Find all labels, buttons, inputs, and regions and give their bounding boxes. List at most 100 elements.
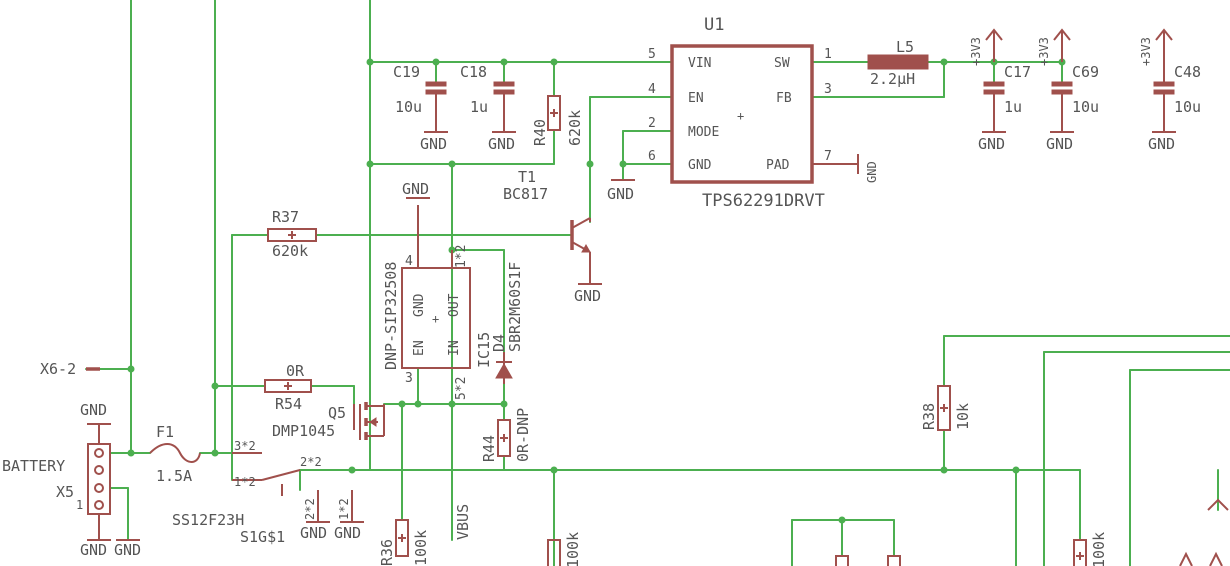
x5-pin1: 1 bbox=[76, 498, 83, 512]
ic15-pin-en: EN bbox=[412, 340, 427, 356]
diode-d4[interactable]: D4 SBR2M60S1F bbox=[490, 262, 524, 384]
l5-name: L5 bbox=[896, 38, 914, 56]
ic15-pin-gnd: GND bbox=[412, 293, 427, 317]
ic15-pin-in: IN bbox=[447, 340, 462, 356]
u1-value: TPS62291DRVT bbox=[702, 191, 825, 211]
resistor-r37[interactable]: R37 620k bbox=[267, 208, 317, 260]
d4-value: SBR2M60S1F bbox=[506, 262, 524, 352]
connector-x5[interactable]: GND BATTERY X5 1 GND GND bbox=[2, 401, 141, 559]
u1-pin-gnd: GND bbox=[688, 158, 712, 173]
u1-pinnum-3: 3 bbox=[824, 82, 832, 97]
resistor-right-partial[interactable]: 100k bbox=[1073, 532, 1108, 566]
c17-value: 1u bbox=[1004, 98, 1022, 116]
x6-label: X6-2 bbox=[40, 360, 76, 378]
ic15-pinnum-3: 3 bbox=[405, 371, 413, 386]
c19-gnd: GND bbox=[420, 135, 447, 153]
c19-value: 10u bbox=[395, 98, 422, 116]
f1-name: F1 bbox=[156, 423, 174, 441]
t1-value: BC817 bbox=[503, 185, 548, 203]
ic15-value: DNP-SIP32508 bbox=[382, 262, 400, 370]
ic15-name: IC15 bbox=[475, 332, 493, 368]
capacitor-c19[interactable]: C19 10u GND bbox=[393, 63, 448, 153]
f1-value: 1.5A bbox=[156, 467, 192, 485]
switch-gnd-1: GND bbox=[300, 524, 327, 542]
q5-value: DMP1045 bbox=[272, 422, 335, 440]
c18-value: 1u bbox=[470, 98, 488, 116]
q5-name: Q5 bbox=[328, 404, 346, 422]
supply-3v3-1: +3V3 bbox=[969, 28, 1003, 66]
ic15-gnd-top: GND bbox=[402, 180, 429, 198]
ic15-pin-out: OUT bbox=[447, 293, 462, 317]
ic15-pinnum-4: 4 bbox=[405, 254, 413, 269]
partial-component-bottom bbox=[835, 555, 901, 566]
c19-name: C19 bbox=[393, 63, 420, 81]
r37-value: 620k bbox=[272, 242, 308, 260]
switch-s1g1[interactable]: 3*2 1*2 2*2 2*2 1*2 SS12F23H S1G$1 GND G… bbox=[172, 439, 364, 546]
u1-pin-sw: SW bbox=[774, 56, 790, 71]
u1-pinnum-1: 1 bbox=[824, 47, 832, 62]
gnd-u1-mode-label: GND bbox=[607, 185, 634, 203]
c69-value: 10u bbox=[1072, 98, 1099, 116]
resistor-r54[interactable]: 0R R54 bbox=[264, 362, 312, 413]
r38-name: R38 bbox=[920, 403, 938, 430]
c69-gnd: GND bbox=[1046, 135, 1073, 153]
gnd-u1-mode: GND bbox=[607, 179, 635, 203]
x5-gnd-bottom-1: GND bbox=[80, 541, 107, 559]
capacitor-c18[interactable]: C18 1u GND bbox=[460, 63, 516, 153]
r40-value: 620k bbox=[566, 110, 584, 146]
ic15-pinnum-5: 5*2 bbox=[454, 377, 469, 400]
resistor-r40[interactable]: R40 620k bbox=[531, 95, 584, 146]
c48-name: C48 bbox=[1174, 63, 1201, 81]
c69-name: C69 bbox=[1072, 63, 1099, 81]
u1-pin-vin: VIN bbox=[688, 56, 711, 71]
r44-value: 0R-DNP bbox=[514, 408, 532, 462]
d4-name: D4 bbox=[490, 334, 508, 352]
transistor-t1[interactable]: T1 BC817 GND bbox=[503, 168, 602, 305]
resistor-r38[interactable]: R38 10k bbox=[920, 385, 972, 431]
u1-pad-gnd-label: GND bbox=[865, 161, 879, 183]
u1-pinnum-2: 2 bbox=[648, 116, 656, 131]
capacitor-c17[interactable]: C17 1u GND bbox=[978, 63, 1031, 153]
r37-name: R37 bbox=[272, 208, 299, 226]
r38-value: 10k bbox=[954, 403, 972, 430]
rail-3v3-label-3: +3V3 bbox=[1139, 37, 1153, 66]
ic-u1[interactable]: U1 TPS62291DRVT VIN EN MODE GND SW FB PA… bbox=[648, 15, 879, 211]
u1-pin-mode: MODE bbox=[688, 125, 719, 140]
resistor-r36[interactable]: R36 100k bbox=[378, 519, 430, 566]
r54-name: R54 bbox=[275, 395, 302, 413]
c48-gnd: GND bbox=[1148, 135, 1175, 153]
inductor-l5[interactable]: L5 2.2µH bbox=[867, 38, 929, 88]
mosfet-q5[interactable]: Q5 DMP1045 bbox=[272, 402, 385, 440]
net-vbus-label: VBUS bbox=[454, 504, 472, 540]
fuse-f1[interactable]: F1 1.5A bbox=[149, 423, 201, 485]
c17-gnd: GND bbox=[978, 135, 1005, 153]
resistor-r33[interactable]: 100k bbox=[547, 532, 582, 566]
r54-value: 0R bbox=[286, 362, 305, 380]
u1-pin-fb: FB bbox=[776, 91, 792, 106]
t1-gnd: GND bbox=[574, 287, 601, 305]
ic-ic15[interactable]: GND GND OUT EN IN 4 1*2 3 5*2 + DNP-SIP3… bbox=[382, 180, 493, 400]
capacitor-c48[interactable]: C48 10u GND bbox=[1148, 42, 1201, 153]
switch-value: SS12F23H bbox=[172, 511, 244, 529]
r33-value: 100k bbox=[564, 532, 582, 566]
switch-pin-1b: 1*2 bbox=[337, 498, 351, 520]
x5-name: X5 bbox=[56, 483, 74, 501]
r36-name: R36 bbox=[378, 539, 396, 566]
u1-pin-pad: PAD bbox=[766, 158, 790, 173]
switch-gnd-2: GND bbox=[334, 524, 361, 542]
rail-3v3-label-1: +3V3 bbox=[969, 37, 983, 66]
x5-gnd-bottom-2: GND bbox=[114, 541, 141, 559]
switch-name: S1G$1 bbox=[240, 528, 285, 546]
switch-pin-2: 2*2 bbox=[300, 455, 322, 469]
capacitor-c69[interactable]: C69 10u GND bbox=[1046, 63, 1099, 153]
supply-3v3-2: +3V3 bbox=[1037, 28, 1071, 66]
x5-gnd-top: GND bbox=[80, 401, 107, 419]
resistor-r44[interactable]: R44 0R-DNP bbox=[480, 408, 532, 462]
r-right-value: 100k bbox=[1090, 532, 1108, 566]
c18-gnd: GND bbox=[488, 135, 515, 153]
r44-name: R44 bbox=[480, 435, 498, 462]
connector-x6-2[interactable]: X6-2 bbox=[40, 360, 100, 378]
r36-value: 100k bbox=[412, 530, 430, 566]
c18-name: C18 bbox=[460, 63, 487, 81]
